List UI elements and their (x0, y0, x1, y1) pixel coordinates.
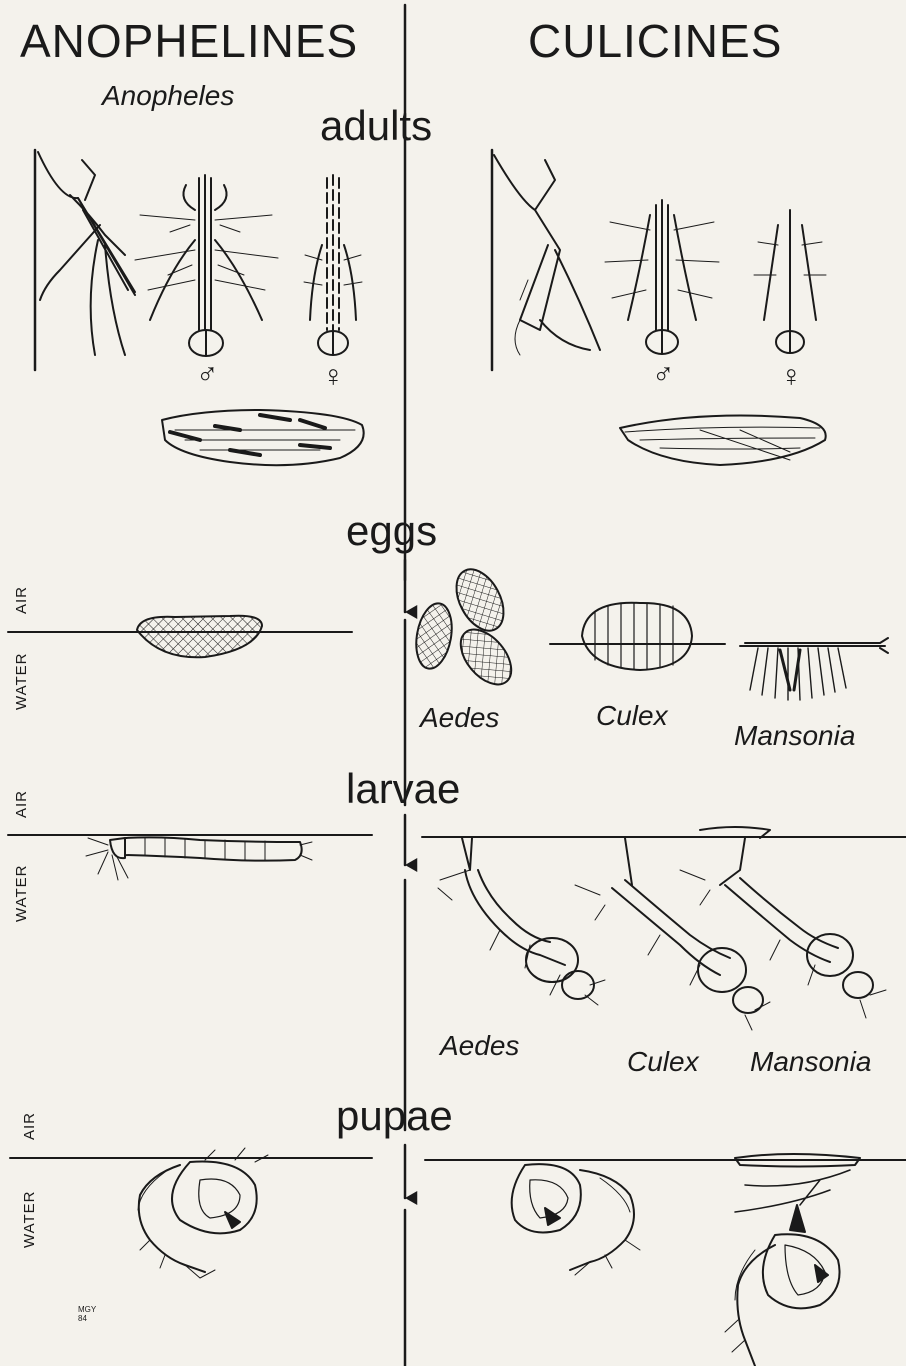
genus-label-larvae-culex: Culex (627, 1048, 699, 1076)
genus-label-larvae-aedes: Aedes (440, 1032, 519, 1060)
air-label-larvae: AIR (14, 790, 29, 818)
genus-label-larvae-mansonia: Mansonia (750, 1048, 871, 1076)
mansonia-pupa (725, 1154, 860, 1366)
water-label-pupae: WATER (22, 1191, 37, 1249)
genus-label-anopheles: Anopheles (102, 82, 234, 110)
culicine-wing (620, 416, 826, 465)
stage-heading-larvae: larvae (346, 768, 460, 810)
culicine-male-head (605, 200, 719, 354)
column-heading-culicines: CULICINES (528, 18, 782, 64)
stage-heading-pupae: pupae (336, 1095, 453, 1137)
artist-signature: MGY 84 (78, 1306, 96, 1324)
column-heading-anophelines: ANOPHELINES (20, 18, 358, 64)
stage-heading-eggs: eggs (346, 510, 437, 552)
anopheles-pupa (138, 1148, 268, 1278)
culicine-resting-adult (492, 150, 600, 370)
anopheles-egg-boat (137, 616, 262, 658)
anopheles-male-head (135, 175, 278, 356)
anopheles-female-head (304, 175, 362, 355)
air-label-eggs: AIR (14, 586, 29, 614)
male-symbol-anopheles: ♂ (196, 360, 219, 390)
genus-label-eggs-culex: Culex (596, 702, 668, 730)
female-symbol-culicine: ♀ (780, 362, 803, 392)
male-symbol-culicine: ♂ (652, 360, 675, 390)
mansonia-eggs (745, 638, 888, 700)
aedes-eggs (412, 561, 522, 693)
culicine-female-head (754, 210, 826, 353)
aedes-larva (438, 838, 605, 1005)
female-symbol-anopheles: ♀ (322, 362, 345, 392)
genus-label-eggs-mansonia: Mansonia (734, 722, 855, 750)
water-label-larvae: WATER (14, 865, 29, 923)
anopheles-larva (86, 837, 312, 880)
water-label-eggs: WATER (14, 653, 29, 711)
culicine-pupa-left (512, 1164, 640, 1275)
surface-line-pupae (10, 1158, 906, 1160)
stage-heading-adults: adults (320, 105, 432, 147)
genus-label-eggs-aedes: Aedes (420, 704, 499, 732)
culex-egg-raft (582, 603, 692, 670)
anopheles-wing (162, 410, 364, 465)
anopheles-resting-adult (35, 150, 135, 370)
air-label-pupae: AIR (22, 1112, 37, 1140)
